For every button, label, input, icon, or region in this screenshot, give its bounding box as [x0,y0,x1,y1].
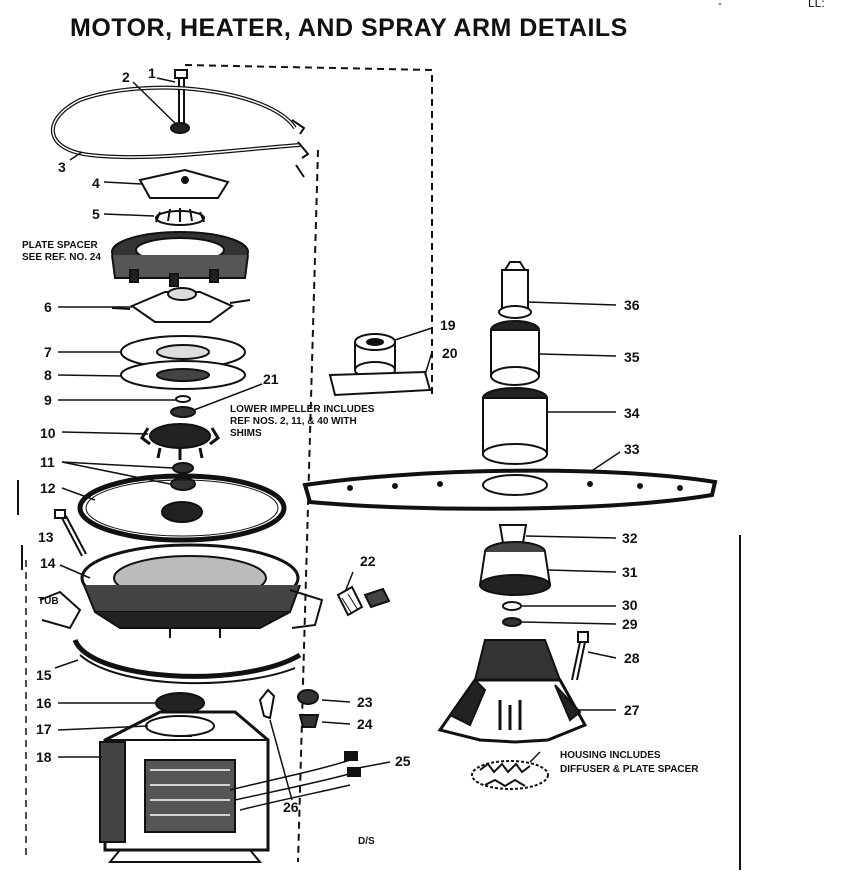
callout-23: 23 [357,694,373,710]
housing-part-27 [437,639,588,744]
callout-11: 11 [40,454,55,470]
diagram-title: MOTOR, HEATER, AND SPRAY ARM DETAILS [70,14,628,42]
callout-15: 15 [36,667,52,683]
shim-part-11 [172,462,194,474]
callout-32: 32 [622,530,638,546]
callout-22: 22 [360,553,376,569]
callout-10: 10 [40,425,56,441]
ring-part-15 [72,638,302,679]
clip-part-26 [258,688,276,720]
leader-lines [54,77,621,801]
callout-17: 17 [36,721,52,737]
pump-base-part-14 [80,543,324,638]
callout-26: 26 [283,799,299,815]
heater-terminals [291,119,310,178]
callout-13: 13 [38,529,54,545]
tube-part-35 [490,320,540,386]
tub-label: TUB [38,596,59,607]
callout-29: 29 [622,616,638,632]
callout-2: 2 [122,69,130,85]
impeller-note-line-2: REF NOS. 2, 11, & 40 WITH [230,416,357,427]
callout-19: 19 [440,317,456,333]
large-gasket-part-12 [77,473,287,543]
plate-spacer [111,231,249,287]
callout-34: 34 [624,405,640,421]
tube-part-34 [482,387,548,465]
corner-mark-2: LL: [808,0,825,10]
diffuser [471,760,549,790]
callout-6: 6 [44,299,52,315]
callout-20: 20 [442,345,458,361]
callout-33: 33 [624,441,640,457]
callout-35: 35 [624,349,640,365]
coupling-part-16 [155,692,205,714]
bearing-part-31 [478,541,552,596]
bracket-part-20 [328,370,432,397]
seal-part-29 [502,617,522,627]
upper-impeller-part-5 [155,208,205,226]
callout-7: 7 [44,344,52,360]
spray-arm-part-33 [302,468,718,511]
tube-nozzle-part-36 [498,261,532,319]
clamp-part-22 [336,585,391,617]
callout-24: 24 [357,716,373,732]
bolt-part-28 [571,631,589,681]
grommet-part-23 [297,689,319,705]
wire-harness-part-25 [229,759,357,811]
callout-8: 8 [44,367,52,383]
washer-part-30 [502,601,522,611]
lower-impeller-part-10 [140,423,220,460]
cap-part-4 [138,168,230,199]
motor-cap-part-17 [145,715,215,737]
seal-part-21 [170,406,196,418]
corner-mark-1: - [718,0,722,10]
callout-12: 12 [40,480,56,496]
callout-30: 30 [622,597,638,613]
washer-part-9 [175,395,191,403]
plug-part-24 [298,714,320,728]
motor-part-18 [99,710,270,863]
callout-14: 14 [40,555,56,571]
housing-note-line-1: HOUSING INCLUDES [560,750,661,761]
callout-36: 36 [624,297,640,313]
callout-21: 21 [263,371,279,387]
bushing-part-19 [354,333,396,379]
callout-5: 5 [92,206,100,222]
callout-27: 27 [624,702,640,718]
assembly-boundary-left [297,149,319,863]
ds-mark: D/S [358,836,375,847]
nut-part-32 [498,524,528,544]
screw-part-1 [174,69,188,125]
plate-spacer-note-line-1: PLATE SPACER [22,240,98,251]
callout-9: 9 [44,392,52,408]
callout-1: 1 [148,65,156,81]
pump-cover-part-6 [111,287,251,323]
callout-16: 16 [36,695,52,711]
callout-3: 3 [58,159,66,175]
callout-31: 31 [622,564,638,580]
callout-4: 4 [92,175,100,191]
washer-part-2 [170,122,190,134]
plate-spacer-note-line-2: SEE REF. NO. 24 [22,252,101,263]
callout-18: 18 [36,749,52,765]
impeller-note-line-3: SHIMS [230,428,262,439]
callout-28: 28 [624,650,640,666]
impeller-note-line-1: LOWER IMPELLER INCLUDES [230,404,375,415]
bolt-part-13 [54,509,87,557]
tub-section [39,590,82,630]
callout-25: 25 [395,753,411,769]
housing-note-line-2: DIFFUSER & PLATE SPACER [560,764,699,775]
